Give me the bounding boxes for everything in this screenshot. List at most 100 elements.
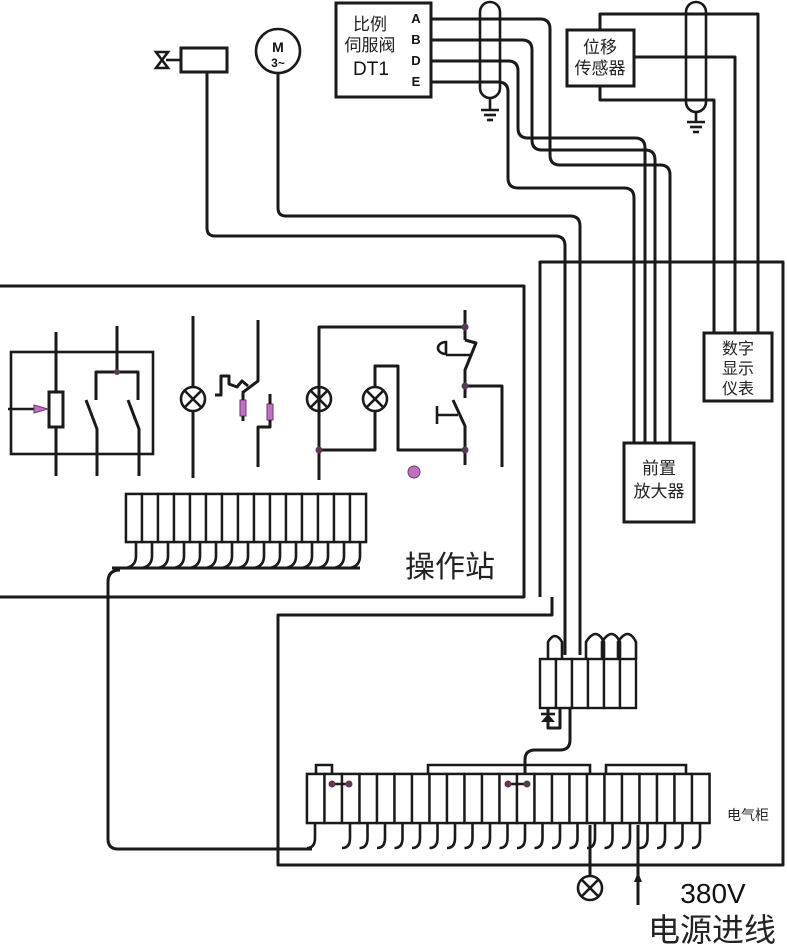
terminal-a-label: A <box>411 11 421 26</box>
relay-loop <box>616 632 638 659</box>
cabinet-terminal <box>673 772 694 825</box>
terminal <box>252 492 272 544</box>
terminal-wire <box>280 542 298 570</box>
terminal <box>348 492 368 544</box>
switch-enclosure <box>9 350 155 456</box>
diode-icon <box>541 708 562 730</box>
cabinet-terminal <box>393 772 414 825</box>
cabinet-wire <box>429 823 439 850</box>
terminal-wire <box>136 542 154 570</box>
terminal <box>124 492 144 544</box>
cabinet-wire <box>604 823 614 850</box>
cabinet-wire <box>621 823 632 850</box>
servo-valve-wires <box>431 17 672 448</box>
cabinet-wire <box>674 823 684 850</box>
power-arrow-icon <box>634 872 642 882</box>
lamp-relay-group <box>179 316 274 478</box>
cabinet-terminal <box>690 772 711 825</box>
terminal-wire <box>232 542 250 570</box>
cabinet-wire <box>359 823 369 850</box>
operator-station-label: 操作站 <box>405 550 495 585</box>
cabinet-terminal <box>620 772 641 825</box>
relay-terminal <box>554 657 574 710</box>
displacement-sensor-box <box>565 28 636 88</box>
cabinet-terminal <box>585 772 606 825</box>
displacement-sensor-label-1: 位移 <box>583 38 617 58</box>
mushroom-stop-button-icon <box>436 340 448 356</box>
relay-terminal <box>538 657 558 710</box>
motor-symbol: M <box>272 39 284 55</box>
thermal-element-2 <box>266 403 274 421</box>
digital-display-label-1: 数字 <box>722 339 754 358</box>
indicator-marker <box>407 465 421 479</box>
preamplifier-box <box>622 441 696 524</box>
relay-loop <box>546 634 564 659</box>
digital-display-label-3: 仪表 <box>722 379 754 398</box>
power-inlet: 380V 电源进线 <box>634 825 776 949</box>
potentiometer-icon <box>47 390 65 429</box>
servo-valve-label-1: 比例 <box>353 15 387 35</box>
wiper-arrow-icon <box>33 404 50 414</box>
power-voltage: 380V <box>680 878 746 909</box>
terminal <box>316 492 336 544</box>
terminal <box>156 492 176 544</box>
cabinet-wire <box>446 823 457 850</box>
terminal-wire <box>120 542 138 570</box>
valve-icon <box>153 50 171 70</box>
displacement-sensor-label-2: 传感器 <box>575 59 626 79</box>
cabinet-terminal <box>655 772 676 825</box>
terminal-wire <box>264 542 282 570</box>
cabinet-wire <box>551 823 562 850</box>
switch-contact-1 <box>84 399 99 476</box>
cabinet-wire <box>306 823 317 850</box>
potentiometer-switch-group <box>8 326 155 476</box>
cabinet-wire <box>464 823 474 850</box>
cabinet-wire <box>341 823 352 850</box>
terminal-wire <box>296 542 314 570</box>
cabinet-terminal <box>550 772 571 825</box>
terminal-wire <box>152 542 170 570</box>
terminal <box>220 492 240 544</box>
terminal-wire <box>168 542 186 570</box>
relay-loop <box>584 632 606 659</box>
operator-station-enclosure <box>0 284 526 599</box>
cabinet-terminal <box>480 772 501 825</box>
terminal <box>236 492 256 544</box>
relay-terminal <box>570 657 590 710</box>
electrical-cabinet-label: 电气柜 <box>727 808 769 824</box>
terminal <box>140 492 160 544</box>
cabinet-terminal-block <box>305 763 711 850</box>
terminal-wire <box>328 542 346 570</box>
cabinet-terminal <box>428 772 449 825</box>
terminal-wire <box>312 542 330 570</box>
cabinet-terminal <box>463 772 484 825</box>
power-inlet-label: 电源进线 <box>648 911 776 949</box>
terminal <box>268 492 288 544</box>
cabinet-terminal <box>533 772 554 825</box>
cabinet-wire <box>394 823 404 850</box>
relay-terminal-block <box>538 632 638 710</box>
cabinet-terminal <box>410 772 431 825</box>
cabinet-terminal <box>638 772 659 825</box>
cabinet-terminal <box>358 772 379 825</box>
lamp-pushbutton-group <box>305 310 504 480</box>
motor: M 3~ <box>254 27 582 655</box>
digital-display-label-2: 显示 <box>722 359 754 378</box>
preamplifier-label-2: 放大器 <box>634 482 685 502</box>
operator-station-terminal-block <box>112 492 368 570</box>
op-to-cabinet-cable <box>106 568 312 851</box>
cable-shield-1 <box>478 0 502 122</box>
terminal <box>172 492 192 544</box>
digital-display: 数字 显示 仪表 <box>702 331 774 403</box>
cabinet-wire <box>411 823 422 850</box>
servo-valve-label-2: 伺服阀 <box>345 36 396 56</box>
cabinet-terminal <box>375 772 396 825</box>
power-indicator-lamp-icon <box>576 874 604 902</box>
cabinet-wire <box>376 823 387 850</box>
cable-shield-2 <box>684 0 708 134</box>
cabinet-terminal <box>603 772 624 825</box>
cabinet-wire <box>569 823 579 850</box>
cabinet-wire <box>534 823 544 850</box>
digital-display-box <box>702 331 774 403</box>
